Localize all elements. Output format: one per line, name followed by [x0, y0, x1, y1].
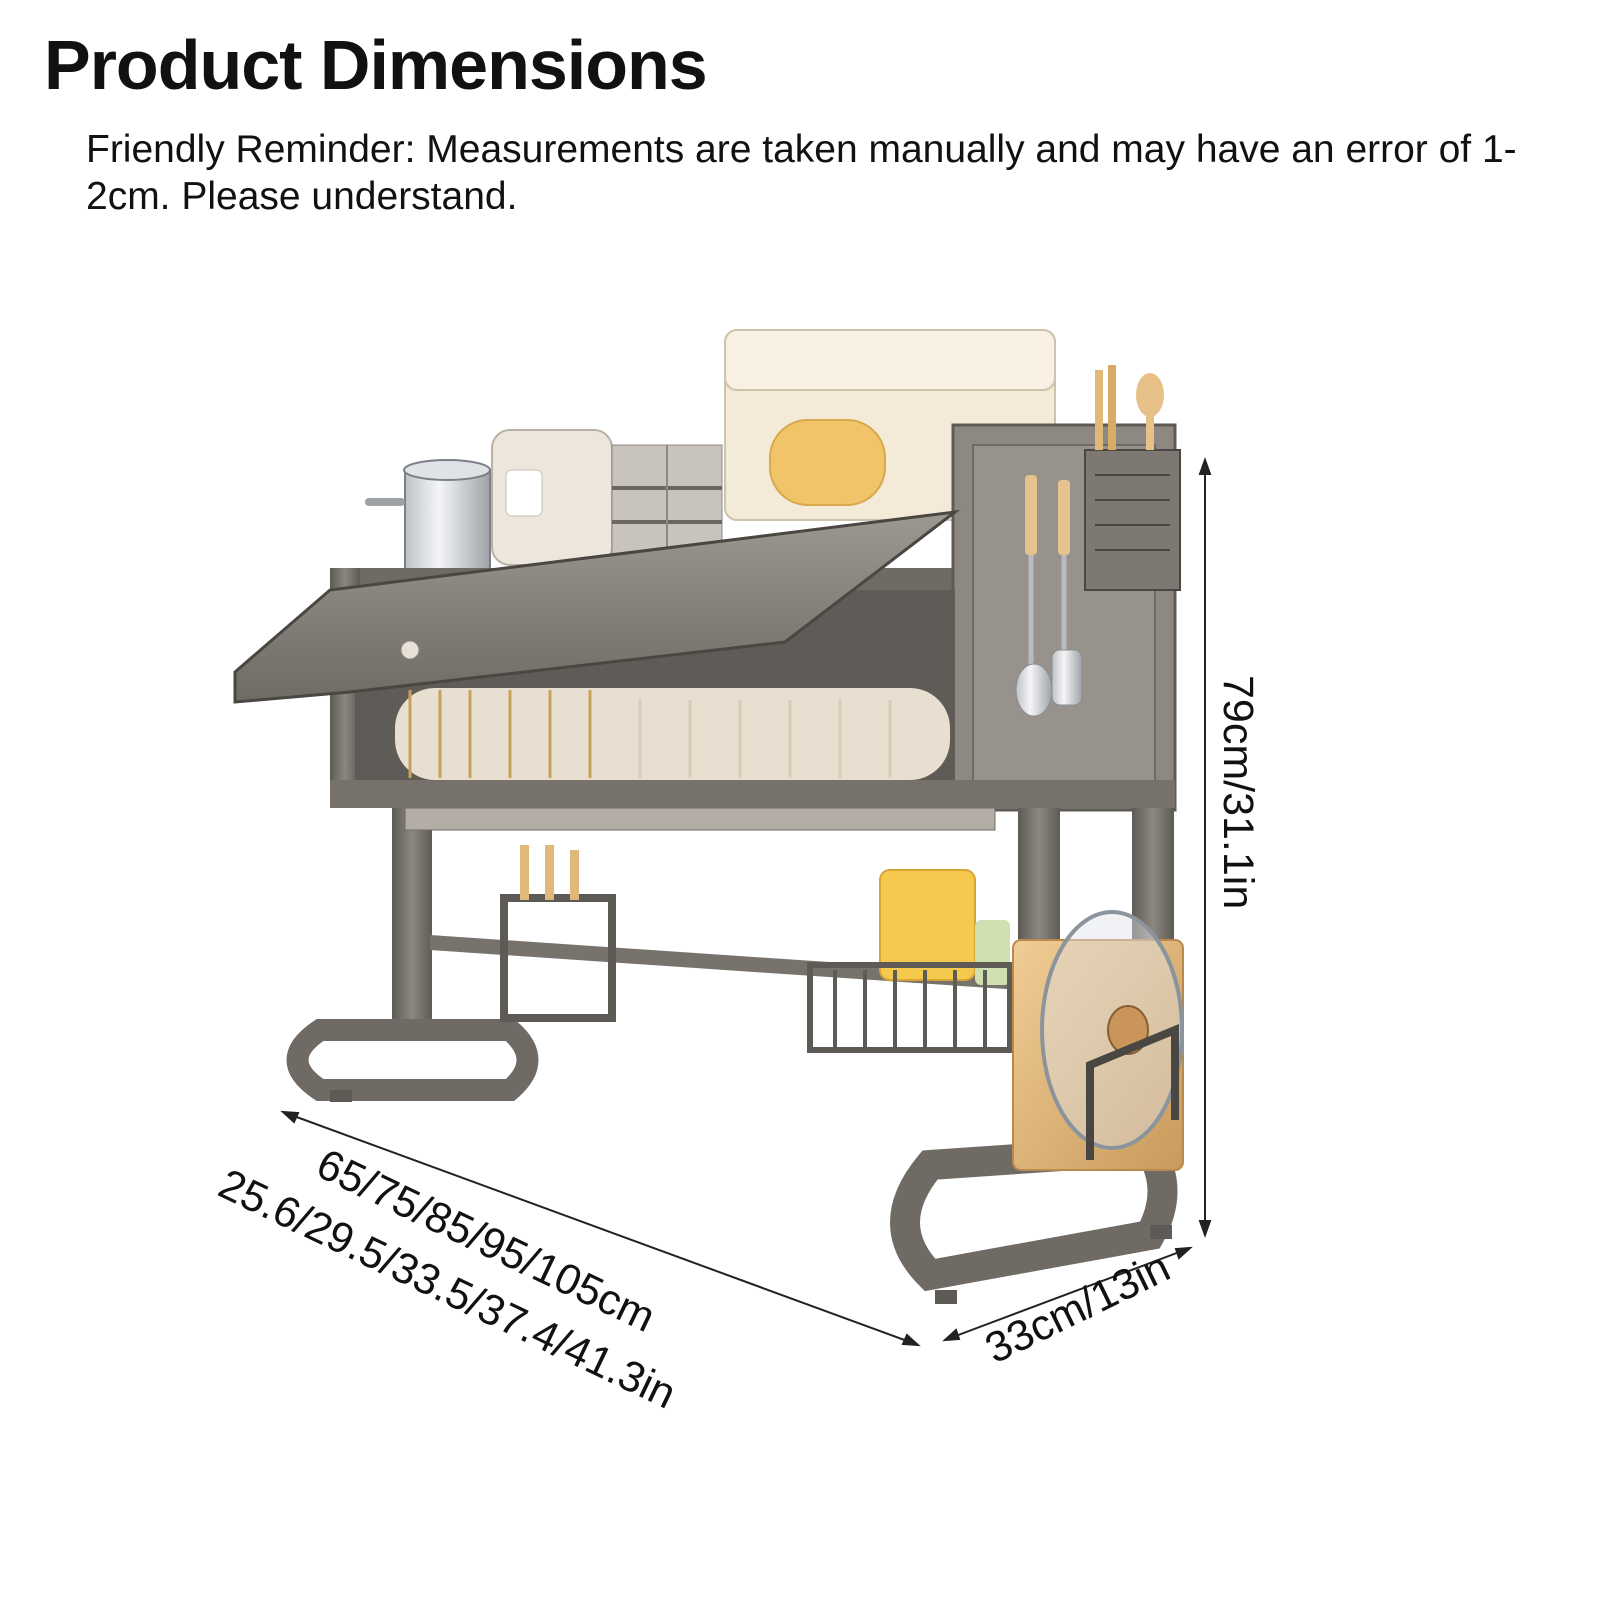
pot-icon — [365, 459, 491, 571]
spatula-icon — [1051, 480, 1083, 706]
rack-cover-lid — [233, 509, 961, 704]
page-title: Product Dimensions — [44, 26, 708, 104]
utensil-holder-icon — [1084, 365, 1181, 591]
plates-icon — [395, 688, 950, 780]
dimension-lines — [280, 457, 1212, 1347]
height-label: 79cm/31.1in — [1214, 675, 1262, 910]
rice-cooker-icon — [491, 429, 613, 566]
cutting-board-icon — [1012, 939, 1184, 1171]
reminder-text: Friendly Reminder: Measurements are take… — [86, 128, 1517, 218]
bottle-basket-icon — [807, 869, 1013, 1053]
drip-tray — [404, 807, 996, 831]
knife-holder-icon — [500, 845, 616, 1022]
ladle-icon — [1015, 475, 1053, 717]
pot-lid-icon — [1040, 910, 1184, 1160]
